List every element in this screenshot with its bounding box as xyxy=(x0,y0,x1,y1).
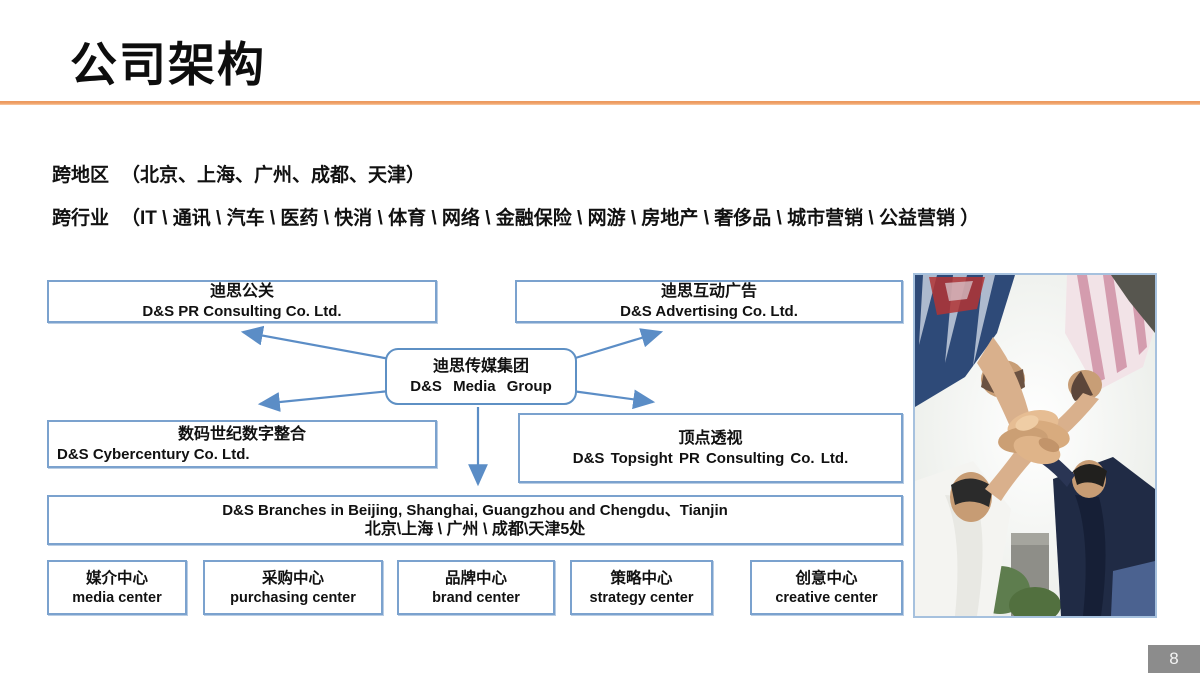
org-box-media-group-zh: 迪思传媒集团 xyxy=(432,358,529,375)
org-box-cybercentury-zh: 数码世纪数字整合 xyxy=(177,425,306,443)
org-box-cybercentury: 数码世纪数字整合 D&S Cybercentury Co. Ltd. xyxy=(47,420,437,468)
org-box-advertising-zh: 迪思互动广告 xyxy=(660,283,757,300)
industries-value: （IT \ 通讯 \ 汽车 \ 医药 \ 快消 \ 体育 \ 网络 \ 金融保险… xyxy=(121,208,980,229)
team-photo-illustration xyxy=(915,275,1155,616)
org-box-advertising: 迪思互动广告 D&S Advertising Co. Ltd. xyxy=(515,280,903,323)
center-box-strategy-zh: 策略中心 xyxy=(610,569,673,587)
center-box-brand: 品牌中心 brand center xyxy=(397,560,555,615)
center-box-creative: 创意中心 creative center xyxy=(750,560,903,615)
center-box-media-zh: 媒介中心 xyxy=(85,569,148,587)
org-box-advertising-en: D&S Advertising Co. Ltd. xyxy=(620,303,798,320)
org-box-media-group: 迪思传媒集团 D&S Media Group xyxy=(385,348,577,405)
center-box-purchasing-en: purchasing center xyxy=(230,589,356,606)
org-box-cybercentury-en: D&S Cybercentury Co. Ltd. xyxy=(57,445,250,463)
team-photo xyxy=(913,273,1157,618)
org-box-pr-zh: 迪思公关 xyxy=(209,283,274,300)
page-number-badge: 8 xyxy=(1148,645,1200,673)
center-box-brand-zh: 品牌中心 xyxy=(444,569,507,587)
org-box-topsight: 顶点透视 D&S Topsight PR Consulting Co. Ltd. xyxy=(518,413,903,483)
page-title: 公司架构 xyxy=(70,38,266,91)
regions-label: 跨地区 xyxy=(52,165,110,186)
center-box-purchasing: 采购中心 purchasing center xyxy=(203,560,383,615)
title-divider-line xyxy=(0,101,1200,105)
center-box-brand-en: brand center xyxy=(432,589,520,606)
org-box-branches-en: D&S Branches in Beijing, Shanghai, Guang… xyxy=(222,501,728,519)
org-box-pr-consulting: 迪思公关 D&S PR Consulting Co. Ltd. xyxy=(47,280,437,323)
org-box-branches-zh: 北京\上海 \ 广州 \ 成都\天津5处 xyxy=(364,520,586,538)
center-box-media-en: media center xyxy=(72,589,162,606)
center-box-media: 媒介中心 media center xyxy=(47,560,187,615)
industries-line: 跨行业 （IT \ 通讯 \ 汽车 \ 医药 \ 快消 \ 体育 \ 网络 \ 金… xyxy=(52,203,979,230)
center-box-strategy: 策略中心 strategy center xyxy=(570,560,713,615)
org-box-pr-en: D&S PR Consulting Co. Ltd. xyxy=(142,303,342,320)
center-box-creative-zh: 创意中心 xyxy=(795,569,858,587)
center-box-strategy-en: strategy center xyxy=(589,589,694,606)
org-box-branches: D&S Branches in Beijing, Shanghai, Guang… xyxy=(47,495,903,545)
org-box-topsight-en: D&S Topsight PR Consulting Co. Ltd. xyxy=(572,449,849,467)
org-box-media-group-en: D&S Media Group xyxy=(410,378,552,395)
industries-label: 跨行业 xyxy=(52,208,110,229)
regions-value: （北京、上海、广州、成都、天津） xyxy=(121,165,426,186)
org-box-topsight-zh: 顶点透视 xyxy=(678,429,743,447)
regions-line: 跨地区 （北京、上海、广州、成都、天津） xyxy=(52,160,425,187)
center-box-purchasing-zh: 采购中心 xyxy=(261,569,324,587)
center-box-creative-en: creative center xyxy=(775,589,878,606)
